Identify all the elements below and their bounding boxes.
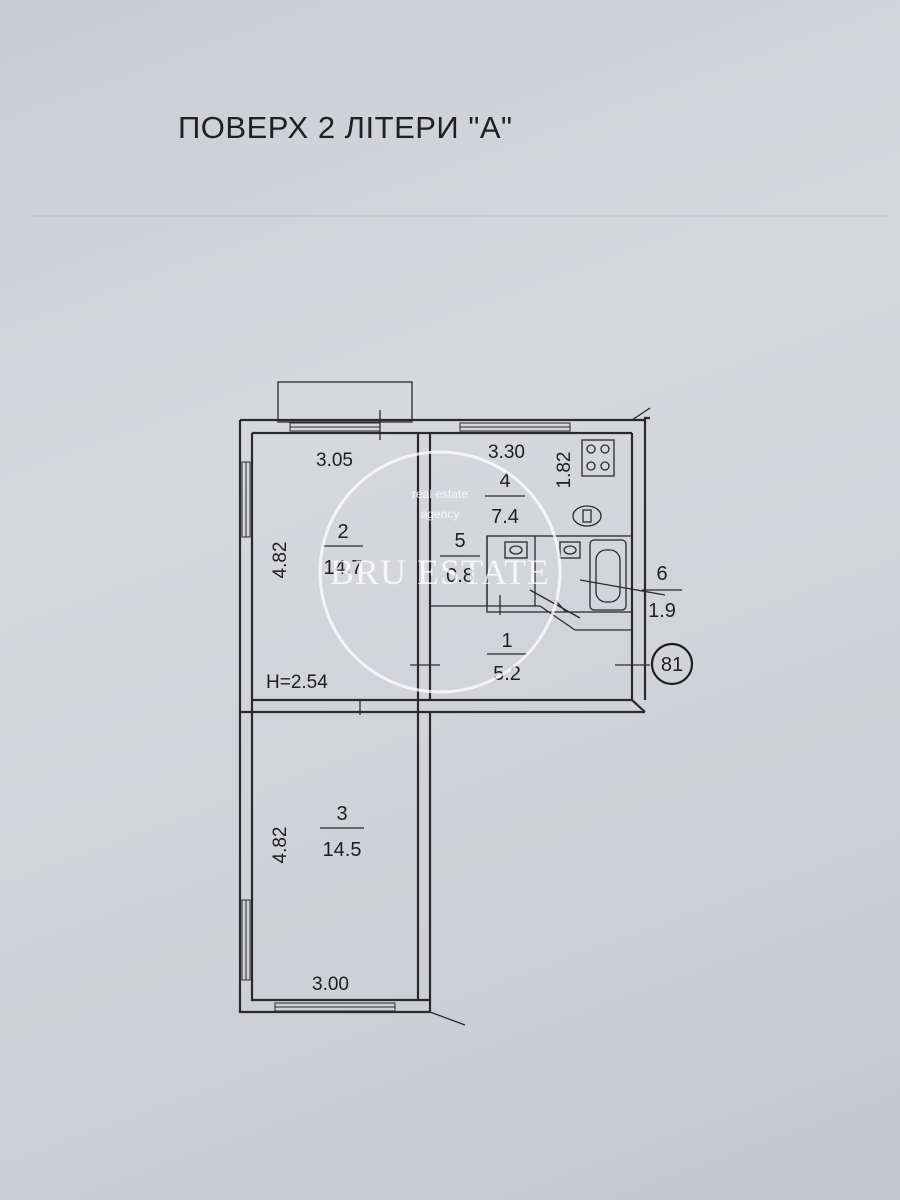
paper-bleed-texture: [30, 215, 890, 217]
room-2-label: 2 14.7: [323, 521, 363, 579]
room-number: 2: [337, 521, 348, 543]
room3-width-label: 3.00: [312, 974, 349, 995]
room-number: 3: [336, 803, 347, 825]
room-area: 1.9: [648, 600, 676, 622]
room-6-label: 6 1.9: [642, 563, 682, 622]
room-number: 6: [656, 563, 667, 585]
watermark: real estate agency BRU ESTATE: [318, 450, 562, 694]
room-area: 5.2: [493, 663, 521, 685]
interior-walls: [240, 433, 645, 1000]
room4-length-label: 1.82: [554, 452, 575, 489]
stove-icon: [581, 439, 615, 477]
plan-marker: 81: [650, 642, 694, 686]
door-marks: [359, 410, 650, 715]
floor-plan-title: ПОВЕРХ 2 ЛІТЕРИ "А": [178, 110, 513, 145]
room-number: 1: [501, 630, 512, 652]
plan-marker-label: 81: [661, 654, 683, 676]
bathtub-icon: [589, 539, 627, 611]
room2-width-label: 3.05: [316, 450, 353, 471]
room-area: 14.5: [323, 839, 362, 861]
room4-width-label: 3.30: [488, 442, 525, 463]
ceiling-height-label: H=2.54: [266, 672, 328, 693]
room-area: 7.4: [491, 506, 519, 528]
room-5-label: 5 0.8: [440, 530, 480, 587]
room-1-label: 1 5.2: [487, 630, 527, 685]
room-area: 14.7: [324, 557, 363, 579]
room6-leader: [579, 579, 666, 596]
balcony: [277, 381, 413, 423]
outer-walls: [238, 407, 651, 1026]
room-area: 0.8: [446, 565, 474, 587]
windows: [241, 422, 571, 1012]
room2-length-label: 4.82: [270, 542, 291, 579]
toilet-icon: [572, 505, 602, 527]
watermark-line1: real estate: [412, 487, 468, 501]
room-number: 4: [499, 470, 510, 492]
room-number: 5: [454, 530, 465, 552]
watermark-brand: BRU ESTATE: [330, 552, 550, 592]
room-3-label: 3 14.5: [320, 803, 364, 861]
room-4-label: 4 7.4: [485, 470, 525, 528]
room3-length-label: 4.82: [270, 827, 291, 864]
watermark-line2: agency: [421, 507, 460, 521]
sink-icon: [504, 541, 581, 559]
